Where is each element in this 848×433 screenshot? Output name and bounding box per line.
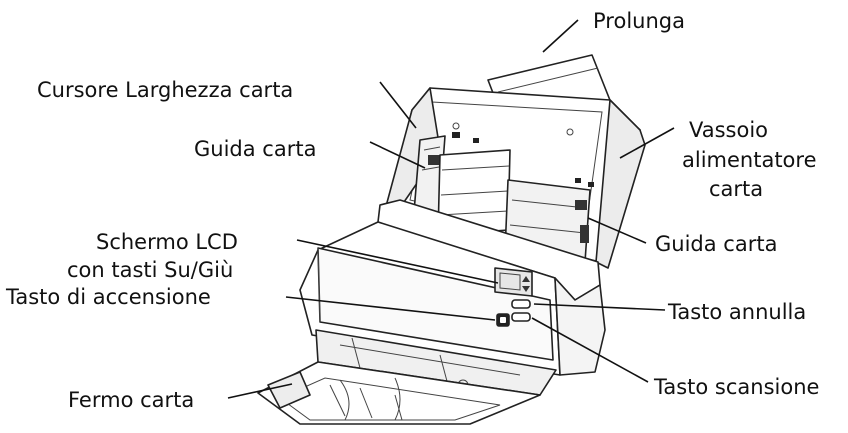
paper-stopper-shape <box>267 371 311 409</box>
label-feeder-tray-3: carta <box>709 177 763 201</box>
leader-extension <box>542 19 579 53</box>
leader-cancel-button <box>533 303 666 311</box>
leader-paper-guide-right <box>587 217 647 244</box>
label-cancel-button: Tasto annulla <box>667 300 806 324</box>
output-tray <box>257 361 541 425</box>
label-extension: Prolunga <box>593 9 685 33</box>
label-power-button: Tasto di accensione <box>5 285 211 309</box>
up-key-icon <box>522 276 530 282</box>
leader-lcd <box>296 239 499 284</box>
labels: Prolunga Cursore Larghezza carta Guida c… <box>5 9 819 412</box>
label-feeder-tray-2: alimentatore <box>682 148 817 172</box>
label-scan-button: Tasto scansione <box>653 375 819 399</box>
label-paper-guide-right: Guida carta <box>655 232 777 256</box>
leader-scan-button <box>531 317 649 383</box>
label-paper-guide-left: Guida carta <box>194 137 316 161</box>
leader-paper-width-slider <box>379 81 417 129</box>
lcd-screen <box>494 267 533 297</box>
leader-lines <box>227 19 675 399</box>
label-lcd-2: con tasti Su/Giù <box>67 258 233 282</box>
label-paper-width-slider: Cursore Larghezza carta <box>37 78 293 102</box>
label-lcd-1: Schermo LCD <box>96 230 238 254</box>
label-paper-stopper: Fermo carta <box>68 388 194 412</box>
scanner-illustration <box>257 54 646 425</box>
cancel-button-shape <box>511 299 531 309</box>
leader-power-button <box>285 296 496 321</box>
down-key-icon <box>522 286 530 292</box>
label-feeder-tray-1: Vassoio <box>689 118 768 142</box>
leader-paper-guide-left <box>369 141 426 169</box>
leader-paper-stopper <box>227 383 293 399</box>
leader-feeder-tray <box>619 127 675 159</box>
scan-button-shape <box>511 312 531 322</box>
